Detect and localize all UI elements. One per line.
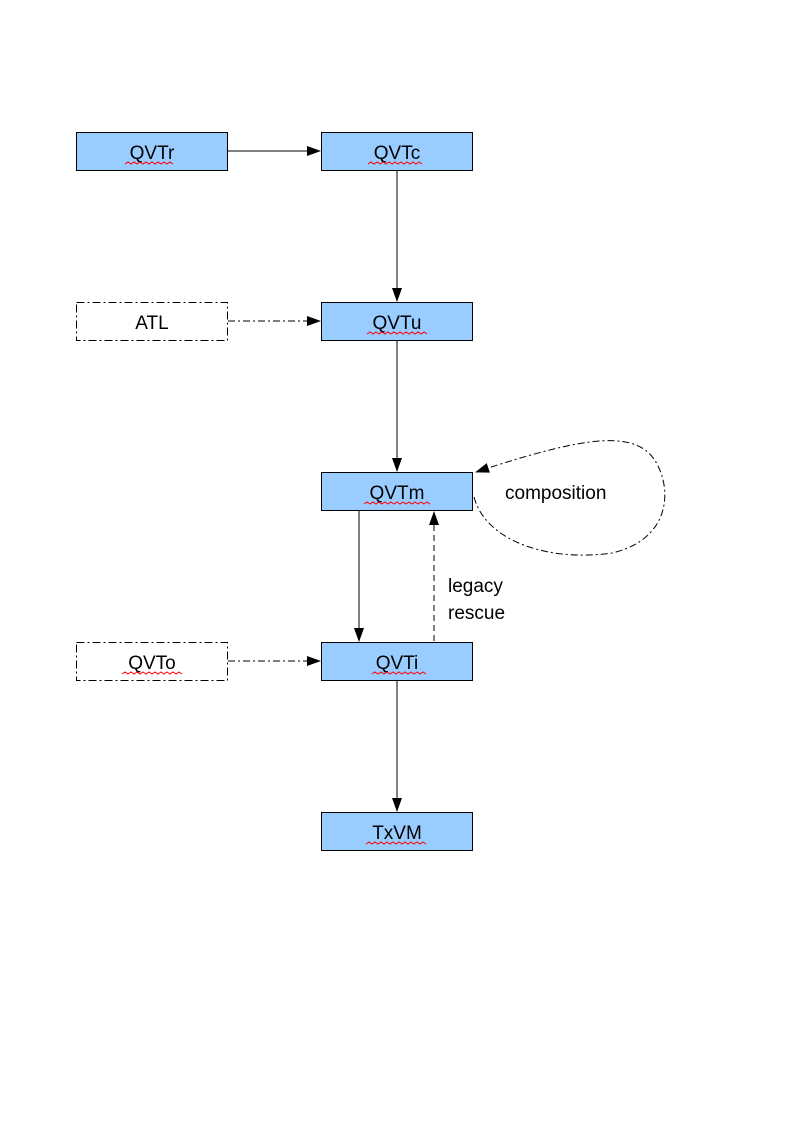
spellcheck-underline — [121, 671, 183, 675]
node-label-qvtu: QVTu — [373, 313, 422, 334]
node-qvtr: QVTr — [76, 132, 228, 171]
node-label-qvtc: QVTc — [374, 143, 420, 164]
spellcheck-underline — [363, 501, 431, 505]
annotation-rescue: rescue — [448, 603, 505, 624]
spellcheck-underline — [366, 331, 428, 335]
node-qvti: QVTi — [321, 642, 473, 681]
node-label-txvm: TxVM — [372, 823, 422, 844]
annotation-legacy: legacy — [448, 576, 503, 597]
node-label-qvtr: QVTr — [130, 143, 175, 164]
node-qvtm: QVTm — [321, 472, 473, 511]
node-label-qvtm: QVTm — [370, 483, 425, 504]
edges — [228, 146, 666, 812]
node-qvtc: QVTc — [321, 132, 473, 171]
spellcheck-underline — [124, 161, 174, 165]
node-label-qvto: QVTo — [128, 653, 176, 674]
node-txvm: TxVM — [321, 812, 473, 851]
spellcheck-underline — [371, 671, 427, 675]
spellcheck-underline — [367, 161, 423, 165]
node-label-qvti: QVTi — [376, 653, 419, 674]
node-atl: ATL — [76, 302, 228, 341]
edge-qvtm-composition-loop — [473, 440, 666, 556]
node-qvto: QVTo — [76, 642, 228, 681]
annotation-composition: composition — [505, 483, 606, 504]
node-label-atl: ATL — [135, 313, 168, 334]
node-qvtu: QVTu — [321, 302, 473, 341]
spellcheck-underline — [365, 841, 427, 845]
